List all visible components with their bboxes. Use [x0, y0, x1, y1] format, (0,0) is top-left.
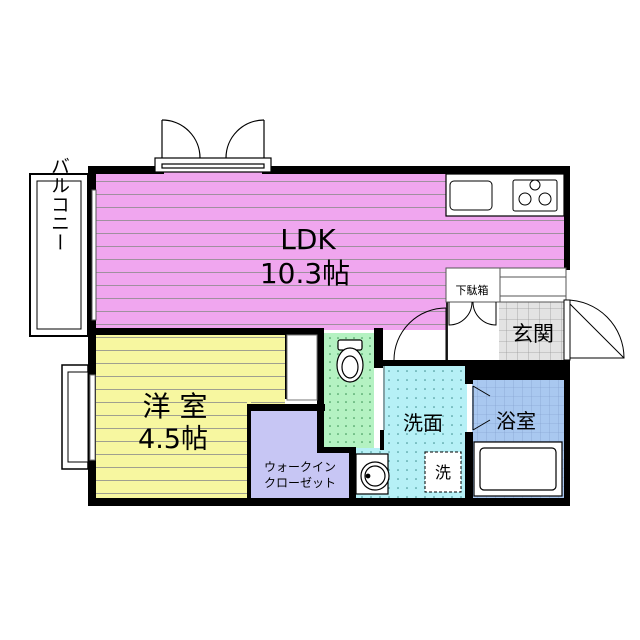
toilet-icon	[336, 339, 364, 383]
bathtub-icon	[473, 441, 563, 497]
stove-icon	[512, 179, 558, 212]
door-swing-icon	[154, 119, 272, 173]
door-swing-icon	[472, 385, 491, 431]
door-swing-icon	[563, 299, 625, 361]
ldk-size: 10.3帖	[260, 257, 350, 290]
western-size: 4.5帖	[138, 424, 208, 455]
laundry-name: 洗	[435, 463, 451, 482]
washroom-name: 洗面	[403, 411, 443, 435]
laundry-space	[424, 451, 462, 493]
walkin-name-line2: クローゼット	[264, 476, 336, 490]
walkin-name-line1: ウォークイン	[264, 460, 336, 474]
balcony-window	[91, 189, 97, 321]
entrance	[446, 302, 565, 360]
interior-lines	[286, 267, 567, 430]
ldk-name: LDK	[280, 223, 336, 256]
entrance-name: 玄関	[512, 322, 554, 346]
washbasin-icon	[355, 453, 390, 495]
western-name: 洋 室	[143, 390, 208, 423]
walls	[88, 166, 570, 506]
balcony-label-text: バルコニー	[48, 157, 70, 252]
bathroom-name: 浴室	[496, 409, 536, 433]
shoe-box	[448, 301, 497, 326]
shoe-box-name: 下駄箱	[456, 283, 489, 297]
balcony	[29, 173, 96, 337]
western-window	[61, 364, 96, 470]
door-swing-icon	[393, 307, 447, 361]
balcony-label: バルコニー	[48, 157, 70, 252]
